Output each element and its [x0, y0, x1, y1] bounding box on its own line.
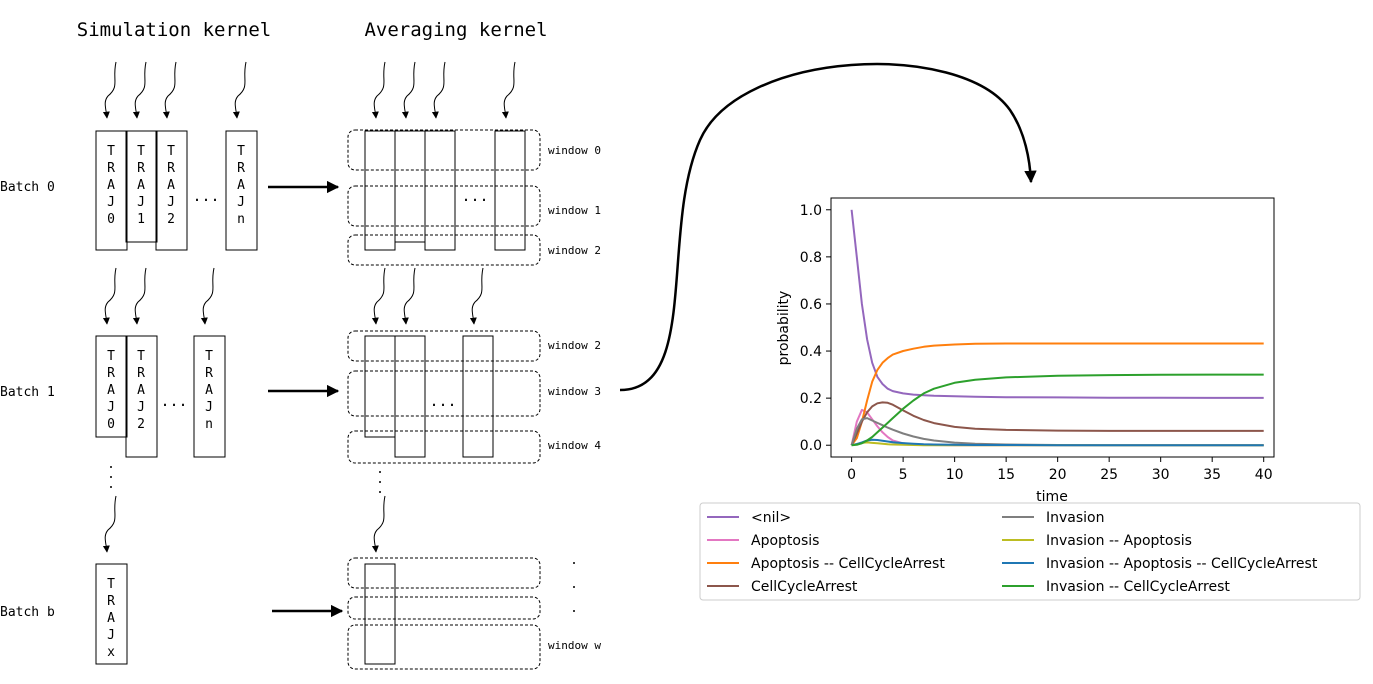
x-tick-label: 40 — [1255, 467, 1273, 483]
legend-box — [699, 502, 1361, 601]
x-tick-label: 25 — [1100, 467, 1118, 483]
y-tick-label: 0.0 — [800, 438, 822, 454]
y-tick-label: 0.6 — [800, 297, 822, 313]
window-label: window 2 — [548, 244, 601, 257]
x-axis-label: time — [1036, 489, 1068, 505]
batch-0-label: Batch 0 — [0, 180, 55, 195]
y-tick-label: 0.8 — [800, 250, 822, 266]
series-line-2 — [850, 342, 1264, 446]
legend-label: Apoptosis -- CellCycleArrest — [751, 556, 945, 572]
window-label: window 1 — [548, 204, 601, 217]
window-group-0-trajs — [364, 130, 526, 251]
ellipsis: ... — [160, 392, 187, 410]
legend-label: Invasion -- Apoptosis — [1046, 533, 1192, 549]
window-label: window w — [548, 639, 601, 652]
legend-label: Invasion -- CellCycleArrest — [1046, 579, 1230, 595]
series-line-7 — [851, 373, 1264, 447]
curved-arrow-to-plot — [619, 62, 1037, 392]
x-tick-label: 30 — [1152, 467, 1170, 483]
y-axis-label: probability — [776, 291, 792, 366]
series-line-3 — [850, 401, 1264, 446]
batch-1-label: Batch 1 — [0, 385, 55, 400]
batch-0-trajectories — [95, 130, 258, 251]
averaging-kernel-header: Averaging kernel — [364, 19, 547, 41]
y-tick-label: 1.0 — [800, 203, 822, 219]
x-tick-label: 5 — [899, 467, 908, 483]
batch-b-label: Batch b — [0, 605, 55, 620]
window-label: window 2 — [548, 339, 601, 352]
x-tick-label: 0 — [847, 467, 856, 483]
y-tick-label: 0.4 — [800, 344, 822, 360]
legend-label: <nil> — [751, 510, 791, 526]
window-group-0 — [347, 129, 541, 266]
x-tick-label: 15 — [997, 467, 1015, 483]
window-group-2-traj — [364, 563, 396, 665]
x-tick-label: 35 — [1203, 467, 1221, 483]
x-tick-label: 10 — [946, 467, 964, 483]
legend-label: Apoptosis — [751, 533, 819, 549]
y-tick-label: 0.2 — [800, 391, 822, 407]
legend-label: Invasion -- Apoptosis -- CellCycleArrest — [1046, 556, 1318, 572]
simulation-kernel-header: Simulation kernel — [77, 19, 271, 41]
window-label: window 3 — [548, 385, 601, 398]
series-line-0 — [850, 209, 1264, 399]
plot-area — [830, 197, 1275, 458]
averaging-input-arrows — [371, 61, 516, 553]
batch-b-trajectory — [95, 563, 128, 665]
input-arrows — [102, 61, 247, 553]
ellipsis: ... — [461, 187, 488, 205]
window-group-1 — [347, 330, 541, 464]
legend-label: Invasion — [1046, 510, 1105, 526]
ellipsis: ... — [429, 392, 456, 410]
batch-1-trajectories — [95, 335, 226, 458]
window-label: window 0 — [548, 144, 601, 157]
vertical-ellipsis — [110, 466, 575, 612]
ellipsis: ... — [192, 187, 219, 205]
x-tick-label: 20 — [1049, 467, 1067, 483]
window-group-1-trajs — [364, 335, 494, 458]
batch-to-window-arrows — [268, 180, 344, 618]
window-label: window 4 — [548, 439, 601, 452]
window-group-2 — [347, 557, 541, 670]
legend-label: CellCycleArrest — [751, 579, 858, 595]
